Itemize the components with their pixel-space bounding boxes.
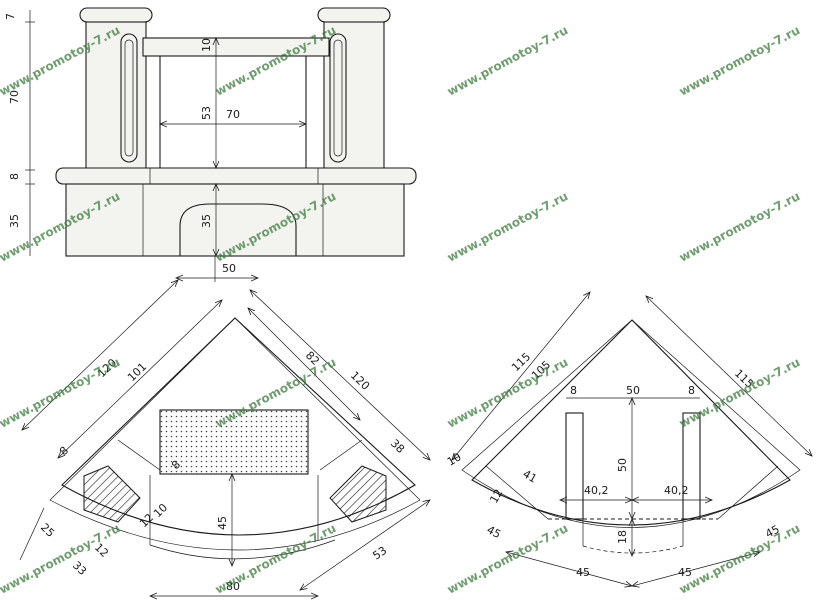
dim-right-diag: 53: [370, 544, 389, 563]
fire-arch: [179, 203, 297, 256]
watermark-text: www.promotoy-7.ru: [0, 521, 122, 597]
watermark-text: www.promotoy-7.ru: [677, 355, 803, 431]
dim-post-b: 8: [688, 384, 695, 397]
watermark-text: www.promotoy-7.ru: [445, 355, 571, 431]
dim-depth: 45: [216, 516, 229, 530]
right-column: [323, 21, 385, 171]
dim-side-right: 38: [388, 437, 407, 456]
dim-left-foot: 45: [485, 523, 503, 541]
watermark-text: www.promotoy-7.ru: [677, 189, 803, 265]
watermark-text: www.promotoy-7.ru: [213, 23, 339, 99]
front-view: 7 70 8 35 10 53 35 70 50: [4, 7, 417, 282]
dim-inner-b: 10: [151, 501, 170, 520]
dim-post-a: 8: [570, 384, 577, 397]
dim-arch-h: 35: [200, 214, 213, 228]
base-block: [65, 183, 405, 257]
plan-right-outline: [471, 319, 791, 526]
dim-inner-left: 101: [125, 360, 149, 384]
dim-right-foot: 45: [763, 523, 781, 541]
left-post: [565, 412, 584, 520]
dim-outer-left-r: 115: [509, 350, 533, 374]
dim-opening-h: 53: [200, 106, 213, 120]
watermark-text: www.promotoy-7.ru: [445, 521, 571, 597]
dim-left-step2: 33: [70, 559, 89, 578]
top-lintel: [142, 37, 330, 57]
dim-half-right: 40,2: [664, 484, 689, 497]
dim-70: 70: [8, 90, 21, 104]
plan-left: 45 120 101 120 82 38 8 8 25 33 12 12 10 …: [19, 280, 430, 596]
dim-8: 8: [8, 173, 21, 180]
plan-right: 50 18 8 50 8 40,2 40,2 115 105 115 41 10…: [445, 292, 812, 586]
dim-left-side: 41: [521, 467, 540, 485]
dim-left-small-r: 10: [445, 450, 464, 468]
dim-left-step1: 25: [38, 521, 57, 540]
watermark-text: www.promotoy-7.ru: [445, 23, 571, 99]
watermark-text: www.promotoy-7.ru: [677, 521, 803, 597]
dim-span: 50: [626, 384, 640, 397]
dim-outer-right: 120: [348, 369, 372, 393]
dim-left-step-r: 12: [487, 487, 505, 506]
watermark-text: www.promotoy-7.ru: [677, 23, 803, 99]
watermark-text: www.promotoy-7.ru: [0, 355, 122, 431]
right-column-cap: [317, 7, 391, 23]
dim-opening-w: 70: [226, 108, 240, 121]
dim-base-w: 50: [222, 262, 236, 275]
dim-front-w: 80: [226, 580, 240, 593]
dim-7: 7: [4, 13, 17, 20]
dim-height: 50: [616, 458, 629, 472]
left-column: [85, 21, 147, 171]
dim-35: 35: [8, 214, 21, 228]
left-column-cap: [79, 7, 153, 23]
dim-bottom-right: 45: [678, 566, 692, 579]
dim-depth-r: 18: [616, 530, 629, 544]
left-hatched-support: [83, 465, 141, 523]
dim-left-small: 8: [57, 444, 71, 458]
right-column-slot: [329, 33, 347, 163]
dim-half-left: 40,2: [584, 484, 609, 497]
right-hatched-support: [329, 465, 387, 523]
watermark-text: www.promotoy-7.ru: [445, 189, 571, 265]
mantel-shelf: [55, 167, 417, 185]
dim-bottom-left: 45: [576, 566, 590, 579]
left-column-slot: [120, 33, 138, 163]
dim-top-bar: 10: [200, 38, 213, 52]
